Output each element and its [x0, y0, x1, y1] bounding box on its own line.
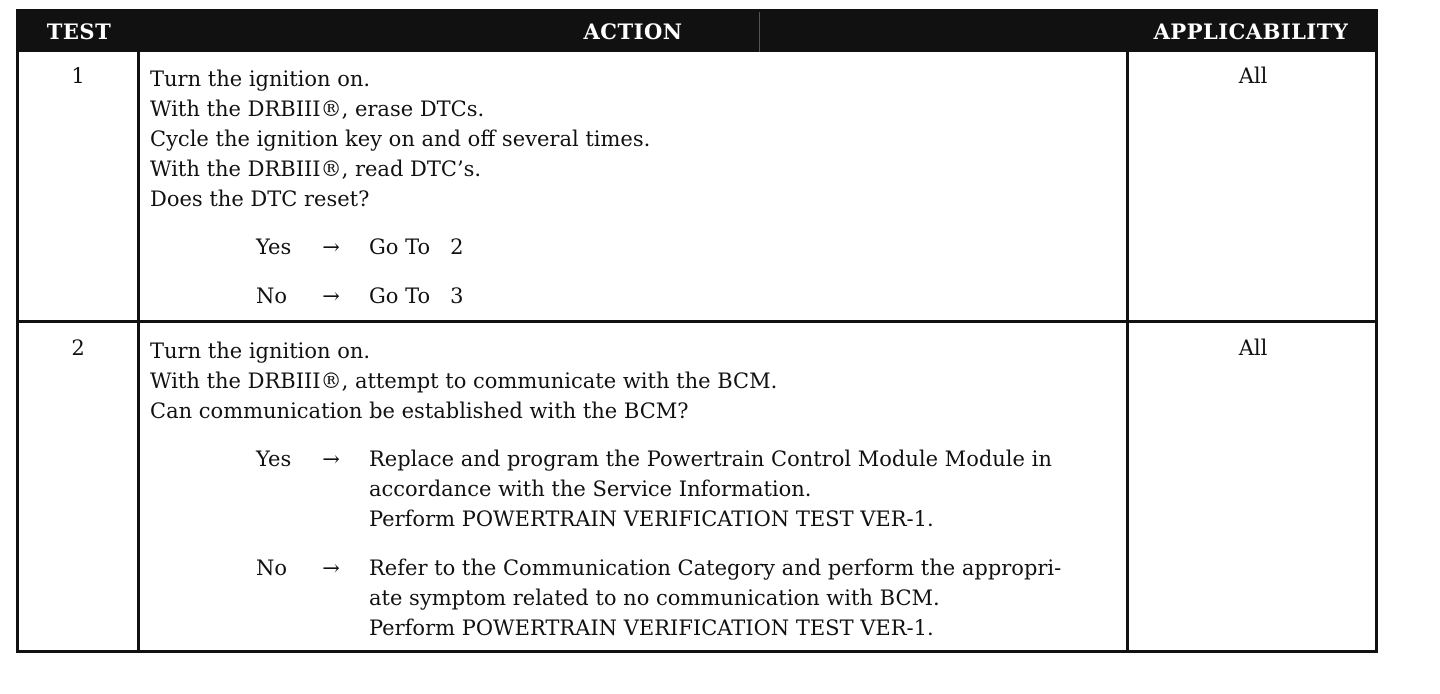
branch-text: Refer to the Communication Category and …	[369, 553, 1125, 643]
column-divider-test	[137, 52, 140, 650]
branch-yes: Yes → Go To 2	[256, 232, 1125, 262]
action-step: With the DRBIII®, attempt to communicate…	[150, 369, 778, 393]
action-step: Turn the ignition on.	[150, 67, 371, 91]
diagnostic-test-table: TEST ACTION APPLICABILITY 1 Turn the ign…	[16, 9, 1378, 653]
branch-no: No → Go To 3	[256, 281, 1125, 311]
action-step: Does the DTC reset?	[150, 187, 370, 211]
branch-line: accordance with the Service Information.	[369, 477, 812, 501]
row-divider	[19, 320, 1375, 323]
branch-line: Refer to the Communication Category and …	[369, 556, 1062, 580]
action-step: Can communication be established with th…	[150, 399, 689, 423]
column-divider-applicability	[1126, 52, 1129, 650]
right-arrow-icon: →	[322, 235, 340, 259]
test-number: 2	[71, 336, 85, 360]
branch-text: Replace and program the Powertrain Contr…	[369, 444, 1125, 534]
branch-yes: Yes → Replace and program the Powertrain…	[256, 444, 1125, 534]
header-test: TEST	[46, 19, 112, 44]
branch-label: No	[256, 556, 288, 580]
right-arrow-icon: →	[322, 284, 340, 308]
table-row-test-2: 2 Turn the ignition on. With the DRBIII®…	[19, 324, 1375, 650]
branch-label: No	[256, 284, 288, 308]
branch-line: Go To 3	[369, 284, 464, 308]
test-number: 1	[71, 64, 85, 88]
branch-line: Perform POWERTRAIN VERIFICATION TEST VER…	[369, 507, 934, 531]
header-divider-mark	[759, 12, 760, 52]
applicability-value: All	[1238, 336, 1268, 360]
action-step: Turn the ignition on.	[150, 339, 371, 363]
table-row-test-1: 1 Turn the ignition on. With the DRBIII®…	[19, 52, 1375, 322]
branch-no: No → Refer to the Communication Category…	[256, 553, 1125, 643]
action-cell: Turn the ignition on. With the DRBIII®, …	[150, 64, 1125, 330]
table-header: TEST ACTION APPLICABILITY	[19, 12, 1375, 52]
right-arrow-icon: →	[322, 447, 340, 471]
branch-list: Yes → Go To 2 No → Go To 3	[150, 232, 1125, 311]
right-arrow-icon: →	[322, 556, 340, 580]
branch-line: Replace and program the Powertrain Contr…	[369, 447, 1052, 471]
applicability-value: All	[1238, 64, 1268, 88]
branch-line: Go To 2	[369, 235, 464, 259]
action-step: Cycle the ignition key on and off severa…	[150, 127, 651, 151]
branch-line: ate symptom related to no communication …	[369, 586, 940, 610]
branch-label: Yes	[256, 447, 292, 471]
branch-text: Go To 3	[369, 281, 1125, 311]
branch-label: Yes	[256, 235, 292, 259]
branch-list: Yes → Replace and program the Powertrain…	[150, 444, 1125, 643]
action-step: With the DRBIII®, read DTC’s.	[150, 157, 482, 181]
branch-text: Go To 2	[369, 232, 1125, 262]
header-action: ACTION	[583, 19, 683, 44]
action-step: With the DRBIII®, erase DTCs.	[150, 97, 485, 121]
action-cell: Turn the ignition on. With the DRBIII®, …	[150, 336, 1125, 662]
header-applicability: APPLICABILITY	[1153, 19, 1349, 44]
branch-line: Perform POWERTRAIN VERIFICATION TEST VER…	[369, 616, 934, 640]
